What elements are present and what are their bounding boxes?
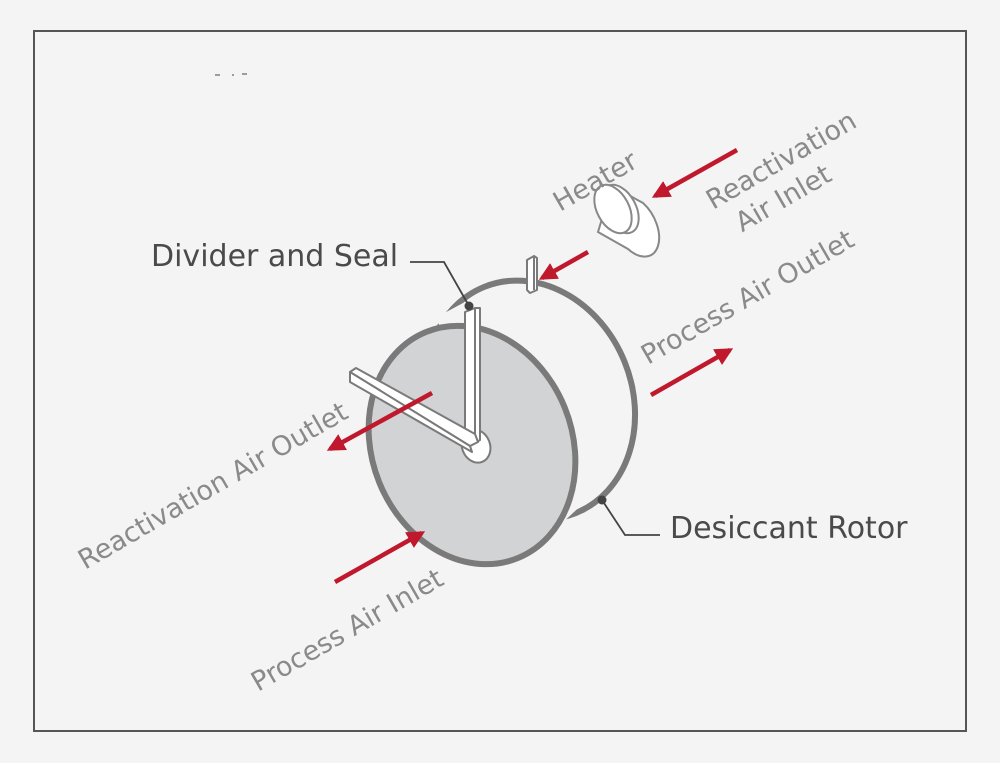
rotor-leader (601, 499, 660, 536)
rotor-leader-dot (597, 495, 607, 505)
heater (593, 183, 661, 258)
reactivation-air-inlet-arrow (651, 148, 739, 198)
divider-leader-dot (464, 301, 474, 311)
divider-leader (410, 261, 470, 307)
airflow-arrows (326, 148, 739, 584)
heater-to-rotor-arrow (538, 250, 590, 280)
label-divider-and-seal: Divider and Seal (151, 239, 398, 274)
divider-and-seal (349, 255, 538, 453)
label-desiccant-rotor: Desiccant Rotor (670, 511, 908, 546)
stray-marks (215, 73, 247, 76)
leader-lines (410, 261, 660, 536)
reactivation-air-outlet-arrow (326, 391, 434, 451)
process-air-outlet-arrow (649, 348, 734, 397)
process-air-inlet-arrow (333, 531, 426, 584)
